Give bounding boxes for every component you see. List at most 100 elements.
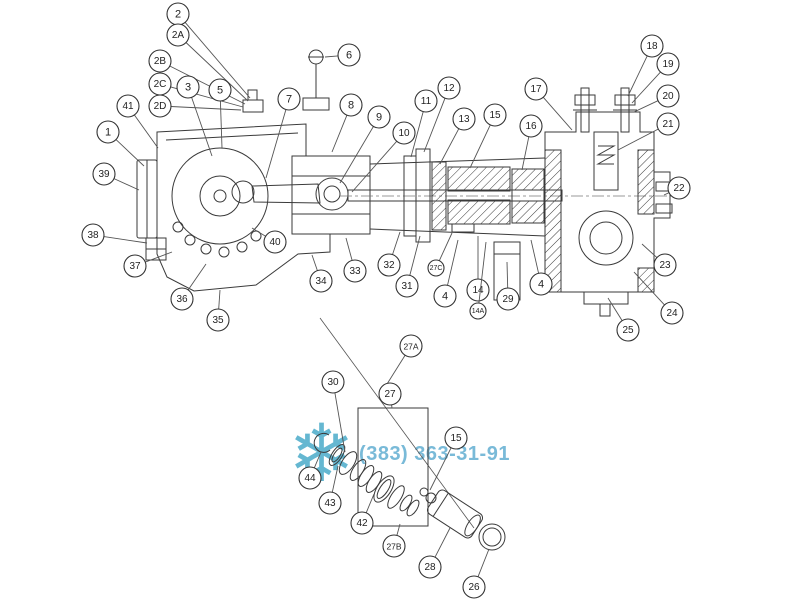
callout-label-2A: 2A [172, 30, 185, 41]
callout-7 [277, 87, 301, 111]
exploded-axis-line [319, 317, 475, 529]
callout-27B [382, 534, 406, 558]
leader-line-20 [633, 100, 659, 113]
callout-label-2D: 2D [154, 101, 167, 112]
callout-25 [616, 318, 640, 342]
callout-33 [343, 259, 367, 283]
callout-label-12: 12 [443, 83, 455, 94]
leader-line-42 [365, 493, 375, 513]
leader-line-37 [145, 251, 173, 263]
callout-1 [96, 120, 120, 144]
callout-label-31: 31 [401, 281, 413, 292]
callout-label-11: 11 [421, 96, 432, 107]
callout-15 [444, 426, 468, 450]
valve-spring [596, 145, 616, 165]
leader-line-4 [530, 239, 540, 274]
callout-label-40: 40 [269, 237, 281, 248]
callout-30 [321, 370, 345, 394]
leader-line-14A [478, 241, 487, 304]
callout-14 [466, 278, 490, 302]
callout-21 [656, 112, 680, 136]
leader-line-9 [339, 126, 374, 184]
callout-27A [399, 334, 423, 358]
callout-label-42: 42 [356, 518, 368, 529]
leader-line-11 [410, 111, 424, 158]
callout-2B [148, 49, 172, 73]
callout-12 [437, 76, 461, 100]
callout-2D [148, 94, 172, 118]
callout-label-27B: 27B [386, 542, 401, 552]
callout-19 [656, 52, 680, 76]
leader-line-31 [409, 235, 421, 276]
callout-9 [367, 105, 391, 129]
leader-line-21 [617, 128, 659, 151]
callout-label-28: 28 [424, 562, 436, 573]
leader-line-43 [331, 465, 339, 493]
crosshead-housing [291, 155, 371, 235]
callout-26 [462, 575, 486, 599]
leader-line-12 [423, 98, 446, 153]
callout-27C [427, 259, 445, 277]
callout-label-14A: 14A [472, 308, 485, 315]
leader-line-15 [469, 124, 491, 169]
callout-label-1: 1 [105, 127, 111, 139]
callout-label-35: 35 [212, 315, 224, 326]
callout-13 [452, 107, 476, 131]
callout-31 [395, 274, 419, 298]
callout-38 [81, 223, 105, 247]
callout-43 [318, 491, 342, 515]
callout-23 [653, 253, 677, 277]
callout-3 [176, 75, 200, 99]
callout-16 [519, 114, 543, 138]
callout-label-21: 21 [662, 119, 674, 130]
callout-18 [640, 34, 664, 58]
leader-line-6 [324, 55, 339, 58]
callout-label-2: 2 [175, 9, 181, 21]
leader-line-13 [439, 128, 460, 165]
callout-label-39: 39 [98, 169, 110, 180]
callout-label-36: 36 [176, 294, 188, 305]
plunger-packing-exploded [313, 407, 506, 551]
callout-2A [166, 23, 190, 47]
valve-chamber [578, 210, 634, 266]
callout-label-15: 15 [450, 433, 462, 444]
leader-line-8 [331, 115, 348, 153]
callout-label-18: 18 [646, 41, 658, 52]
callout-20 [656, 84, 680, 108]
callout-36 [170, 287, 194, 311]
leader-line-35 [218, 289, 221, 310]
flange-bolt-bottom [655, 203, 673, 214]
callout-label-27: 27 [384, 389, 396, 400]
callout-label-2C: 2C [154, 79, 167, 90]
crankshaft-bearing-cover [171, 147, 269, 258]
leader-line-30 [334, 392, 346, 453]
callout-37 [123, 254, 147, 278]
retaining-clip [313, 432, 331, 453]
leader-line-27B [396, 523, 401, 536]
callout-label-22: 22 [673, 183, 685, 194]
leader-line-36 [187, 263, 207, 291]
callout-8 [339, 93, 363, 117]
leader-line-2B [169, 65, 246, 105]
fluid-end [544, 87, 673, 317]
leader-line-39 [113, 178, 140, 191]
callout-29 [496, 287, 520, 311]
callout-label-13: 13 [458, 114, 470, 125]
callout-44 [298, 466, 322, 490]
bearing-end-plate [136, 159, 167, 261]
callout-label-20: 20 [662, 91, 674, 102]
leader-line-16 [521, 136, 530, 171]
callout-label-26: 26 [468, 582, 480, 593]
callout-28 [418, 555, 442, 579]
callout-label-24: 24 [666, 308, 678, 319]
callout-label-5: 5 [217, 85, 223, 97]
o-ring [478, 523, 506, 551]
callout-label-2B: 2B [154, 56, 167, 67]
callout-11 [414, 89, 438, 113]
callout-label-32: 32 [383, 260, 395, 271]
callout-label-7: 7 [286, 94, 292, 106]
leader-line-2D [170, 106, 242, 111]
callout-24 [660, 301, 684, 325]
